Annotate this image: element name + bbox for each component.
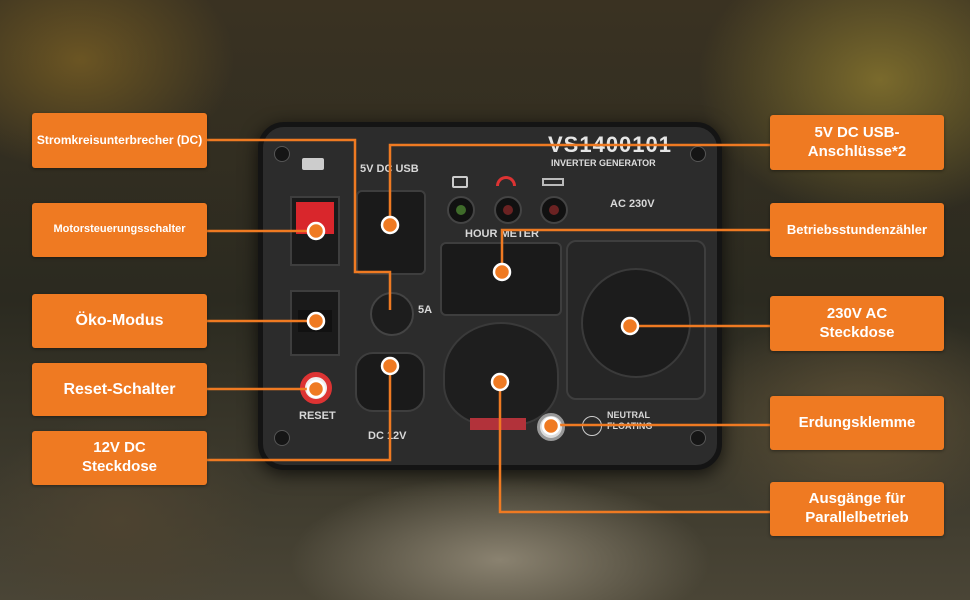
marker-dot <box>380 356 400 376</box>
line-hour-meter <box>500 228 770 272</box>
engine-icon <box>302 158 324 170</box>
dc-label: DC 12V <box>368 430 407 442</box>
output-led <box>447 196 475 224</box>
callout-hour-meter: Betriebsstundenzähler <box>770 203 944 257</box>
screw-icon <box>690 146 706 162</box>
reset-label: RESET <box>299 410 336 422</box>
screw-icon <box>274 146 290 162</box>
callout-circuit-breaker: Stromkreisunterbrecher (DC) <box>32 113 207 168</box>
marker-dot <box>306 379 326 399</box>
callout-ground: Erdungsklemme <box>770 396 944 450</box>
output-plug-icon <box>452 176 468 188</box>
callout-parallel: Ausgänge für Parallelbetrieb <box>770 482 944 536</box>
callout-dc12v: 12V DC Steckdose <box>32 431 207 485</box>
ac-label: AC 230V <box>610 198 655 210</box>
callout-ac-socket: 230V AC Steckdose <box>770 296 944 351</box>
line-parallel <box>498 382 770 514</box>
callout-eco-mode: Öko-Modus <box>32 294 207 348</box>
line-breaker <box>207 138 392 310</box>
low-oil-icon <box>542 178 564 186</box>
callout-usb: 5V DC USB-Anschlüsse*2 <box>770 115 944 170</box>
parallel-terminals <box>470 418 526 430</box>
marker-dot <box>490 372 510 392</box>
overload-led <box>494 196 522 224</box>
screw-icon <box>690 430 706 446</box>
low-oil-led <box>540 196 568 224</box>
callout-engine-switch: Motorsteuerungsschalter <box>32 203 207 257</box>
overload-gauge-icon <box>496 176 516 186</box>
marker-dot <box>306 311 326 331</box>
panel-subtitle: INVERTER GENERATOR <box>551 158 656 168</box>
marker-dot <box>492 262 512 282</box>
breaker-label: 5A <box>418 304 433 316</box>
marker-dot <box>306 221 326 241</box>
marker-dot <box>620 316 640 336</box>
line-usb <box>388 143 770 225</box>
marker-dot <box>380 215 400 235</box>
callout-reset: Reset-Schalter <box>32 363 207 416</box>
screw-icon <box>274 430 290 446</box>
circuit-breaker[interactable] <box>370 292 414 336</box>
line-dc12v <box>207 366 392 462</box>
marker-dot <box>541 416 561 436</box>
